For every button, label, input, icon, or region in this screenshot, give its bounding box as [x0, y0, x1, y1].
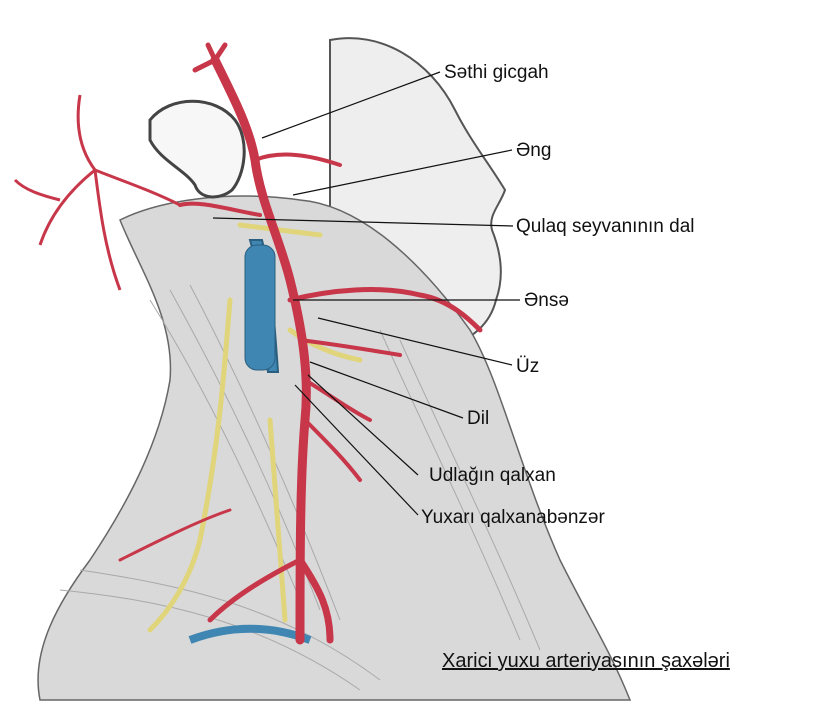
jugular-vein-body [244, 244, 276, 371]
muscle-fibers [59, 284, 541, 691]
label-ascending-pharyngeal: Udlağın qalxan [429, 465, 556, 486]
arteries [118, 42, 483, 645]
leader-lines [212, 71, 520, 516]
label-superficial-temporal: Səthi gicgah [444, 62, 549, 83]
label-facial: Üz [516, 356, 540, 377]
occipital-branches [13, 94, 181, 291]
label-posterior-auricular: Qulaq seyvanının dal [516, 216, 695, 237]
label-occipital: Ənsə [524, 290, 569, 311]
nerves [147, 222, 363, 633]
label-maxillary: Əng [516, 140, 552, 161]
ear [148, 99, 246, 199]
diagram-caption: Xarici yuxu arteriyasının şaxələri [442, 650, 730, 672]
label-lingual: Dil [467, 408, 490, 429]
label-superior-thyroid: Yuxarı qalxanabənzər [421, 507, 605, 528]
